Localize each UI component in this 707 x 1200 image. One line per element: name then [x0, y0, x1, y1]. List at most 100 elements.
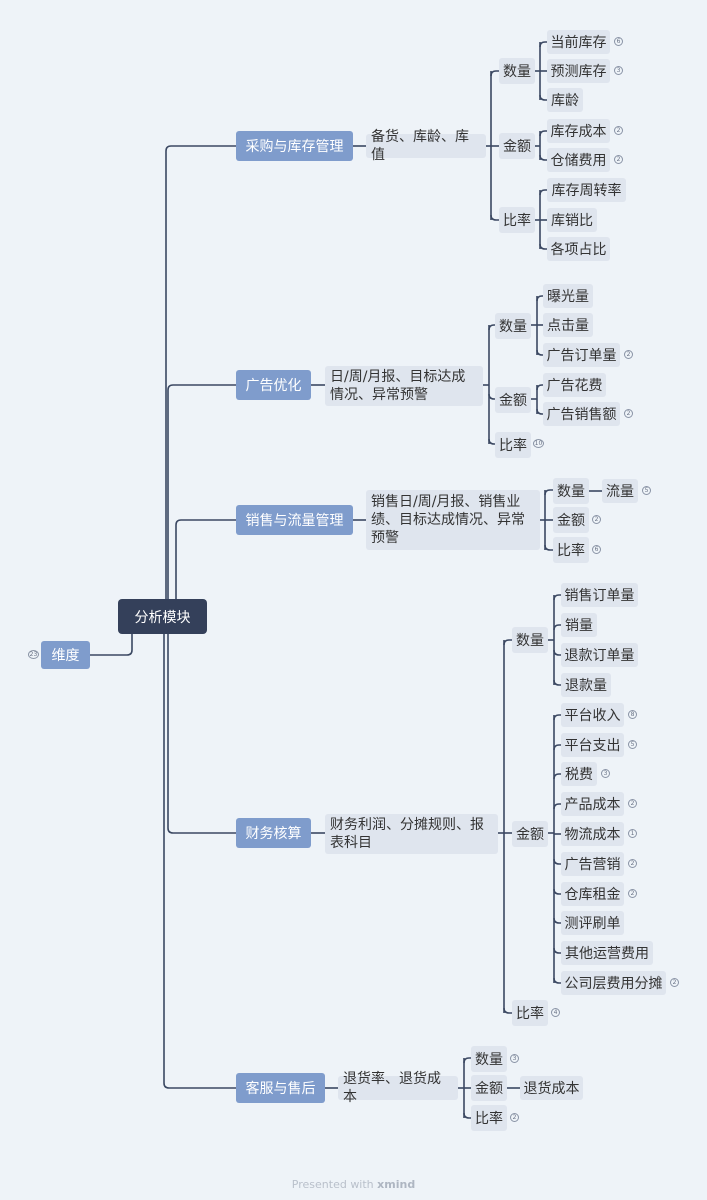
leaf-item[interactable]: 仓储费用: [547, 148, 610, 172]
count-badge[interactable]: 5: [628, 740, 637, 749]
count-badge[interactable]: 2: [628, 799, 637, 808]
dimension-node[interactable]: 维度: [41, 641, 90, 669]
group-ratio[interactable]: 比率: [495, 432, 531, 458]
group-amount[interactable]: 金额: [553, 507, 589, 533]
group-ratio[interactable]: 比率: [471, 1105, 507, 1131]
leaf-item[interactable]: 退款量: [561, 673, 611, 697]
count-badge[interactable]: 3: [601, 769, 610, 778]
leaf-item[interactable]: 测评刷单: [561, 911, 624, 935]
count-badge[interactable]: 2: [670, 978, 679, 987]
connector: [463, 1057, 471, 1064]
count-badge[interactable]: 4: [551, 1008, 560, 1017]
leaf-item[interactable]: 曝光量: [543, 284, 593, 308]
group-quantity[interactable]: 数量: [499, 58, 535, 84]
leaf-item[interactable]: 其他运营费用: [561, 941, 653, 965]
leaf-item[interactable]: 点击量: [543, 313, 593, 337]
connector: [488, 324, 495, 331]
branch-description: 退货率、退货成本: [338, 1071, 458, 1105]
connector: [553, 594, 561, 601]
leaf-item[interactable]: 各项占比: [547, 237, 610, 261]
leaf-item[interactable]: 当前库存: [547, 30, 610, 54]
connector: [539, 41, 547, 48]
connector: [553, 858, 561, 865]
connector: [488, 393, 495, 400]
leaf-item[interactable]: 仓库租金: [561, 882, 624, 906]
branch-description: 日/周/月报、目标达成情况、异常预警: [325, 366, 483, 406]
root-node[interactable]: 分析模块: [118, 599, 207, 634]
leaf-item[interactable]: 销售订单量: [561, 583, 638, 607]
leaf-item[interactable]: 预测库存: [547, 59, 610, 83]
leaf-item[interactable]: 库龄: [547, 88, 583, 112]
leaf-item[interactable]: 广告订单量: [543, 343, 620, 367]
leaf-item[interactable]: 税费: [561, 762, 597, 786]
leaf-item[interactable]: 库销比: [547, 208, 597, 232]
group-amount[interactable]: 金额: [499, 133, 535, 159]
connector: [539, 94, 547, 101]
branch-customer-service[interactable]: 客服与售后: [236, 1073, 325, 1103]
group-quantity[interactable]: 数量: [495, 313, 531, 339]
connector: [490, 70, 499, 77]
leaf-item[interactable]: 广告花费: [543, 373, 606, 397]
count-badge[interactable]: 6: [592, 545, 601, 554]
connector-dimension-root: [90, 634, 133, 656]
connector: [539, 154, 547, 161]
count-badge[interactable]: 1: [628, 829, 637, 838]
branch-procurement-inventory[interactable]: 采购与库存管理: [236, 131, 353, 161]
count-badge[interactable]: 2: [624, 350, 633, 359]
count-badge[interactable]: 3: [510, 1054, 519, 1063]
leaf-item[interactable]: 流量: [602, 479, 638, 503]
leaf-item[interactable]: 销量: [561, 613, 597, 637]
count-badge[interactable]: 10: [533, 439, 544, 448]
branch-sales-traffic[interactable]: 销售与流量管理: [236, 505, 353, 535]
connector-root-branch: [167, 634, 236, 834]
dimension-count-badge[interactable]: 23: [28, 650, 39, 659]
group-ratio[interactable]: 比率: [512, 1000, 548, 1026]
group-amount[interactable]: 金额: [495, 387, 531, 413]
count-badge[interactable]: 2: [628, 889, 637, 898]
connector: [488, 438, 495, 445]
count-badge[interactable]: 2: [624, 409, 633, 418]
connector: [553, 917, 561, 924]
count-badge[interactable]: 6: [614, 37, 623, 46]
leaf-item[interactable]: 退款订单量: [561, 643, 638, 667]
count-badge[interactable]: 2: [614, 155, 623, 164]
connector-root-branch: [165, 145, 236, 599]
leaf-item[interactable]: 公司层费用分摊: [561, 971, 666, 995]
count-badge[interactable]: 2: [614, 126, 623, 135]
group-ratio[interactable]: 比率: [553, 537, 589, 563]
connector: [539, 189, 547, 196]
leaf-item[interactable]: 平台收入: [561, 703, 624, 727]
connector: [553, 679, 561, 686]
leaf-item[interactable]: 广告营销: [561, 852, 624, 876]
group-quantity[interactable]: 数量: [471, 1046, 507, 1072]
connector: [553, 888, 561, 895]
count-badge[interactable]: 8: [628, 710, 637, 719]
leaf-item[interactable]: 物流成本: [561, 822, 624, 846]
leaf-item[interactable]: 平台支出: [561, 733, 624, 757]
connector: [544, 489, 553, 496]
leaf-item[interactable]: 广告销售额: [543, 402, 620, 426]
group-amount[interactable]: 金额: [512, 821, 548, 847]
connector: [544, 544, 553, 551]
count-badge[interactable]: 3: [614, 66, 623, 75]
leaf-item[interactable]: 库存成本: [547, 119, 610, 143]
leaf-item[interactable]: 产品成本: [561, 792, 624, 816]
group-quantity[interactable]: 数量: [512, 627, 548, 653]
connector: [553, 947, 561, 954]
branch-ad-optimization[interactable]: 广告优化: [236, 370, 311, 400]
leaf-item[interactable]: 退货成本: [520, 1076, 583, 1100]
connector: [536, 384, 543, 391]
count-badge[interactable]: 5: [642, 486, 651, 495]
branch-financial-accounting[interactable]: 财务核算: [236, 818, 311, 848]
group-ratio[interactable]: 比率: [499, 207, 535, 233]
count-badge[interactable]: 2: [628, 859, 637, 868]
group-quantity[interactable]: 数量: [553, 478, 589, 504]
leaf-item[interactable]: 库存周转率: [547, 178, 626, 202]
count-badge[interactable]: 2: [592, 515, 601, 524]
branch-description: 备货、库龄、库值: [366, 129, 486, 163]
group-amount[interactable]: 金额: [471, 1075, 507, 1101]
footer-credit: Presented with xmind: [291, 1178, 416, 1191]
count-badge[interactable]: 2: [510, 1113, 519, 1122]
connector-root-branch: [175, 519, 236, 599]
